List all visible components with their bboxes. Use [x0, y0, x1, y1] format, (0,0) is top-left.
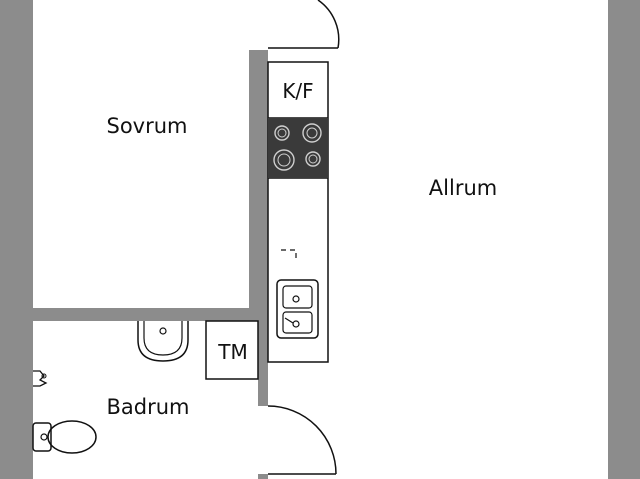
exterior-wall-left: [0, 0, 33, 479]
washing-machine-label: TM: [217, 340, 247, 364]
door-swing-icon: [317, 0, 340, 49]
fridge-freezer-label: K/F: [282, 79, 313, 103]
washing-machine: [205, 320, 259, 380]
toilet-icon: [32, 420, 97, 454]
hob-icon: [268, 118, 328, 178]
bedroom-door: [268, 0, 340, 49]
room-label-living: Allrum: [429, 176, 497, 200]
bathroom-door: [267, 405, 337, 475]
dashed-cabinet-marker: [281, 249, 297, 262]
wall-bathroom-right-lower: [258, 474, 268, 479]
room-label-bathroom: Badrum: [106, 395, 189, 419]
wall-bathroom-right: [258, 320, 268, 406]
door-swing-icon: [267, 405, 337, 475]
wall-bedroom-bottom: [33, 308, 268, 321]
washbasin-icon: [137, 321, 189, 362]
sink-icon: [276, 279, 319, 339]
wall-partition-vertical: [249, 50, 268, 320]
shower-icon: [33, 370, 48, 387]
room-label-bedroom: Sovrum: [106, 114, 187, 138]
exterior-wall-right: [608, 0, 640, 479]
